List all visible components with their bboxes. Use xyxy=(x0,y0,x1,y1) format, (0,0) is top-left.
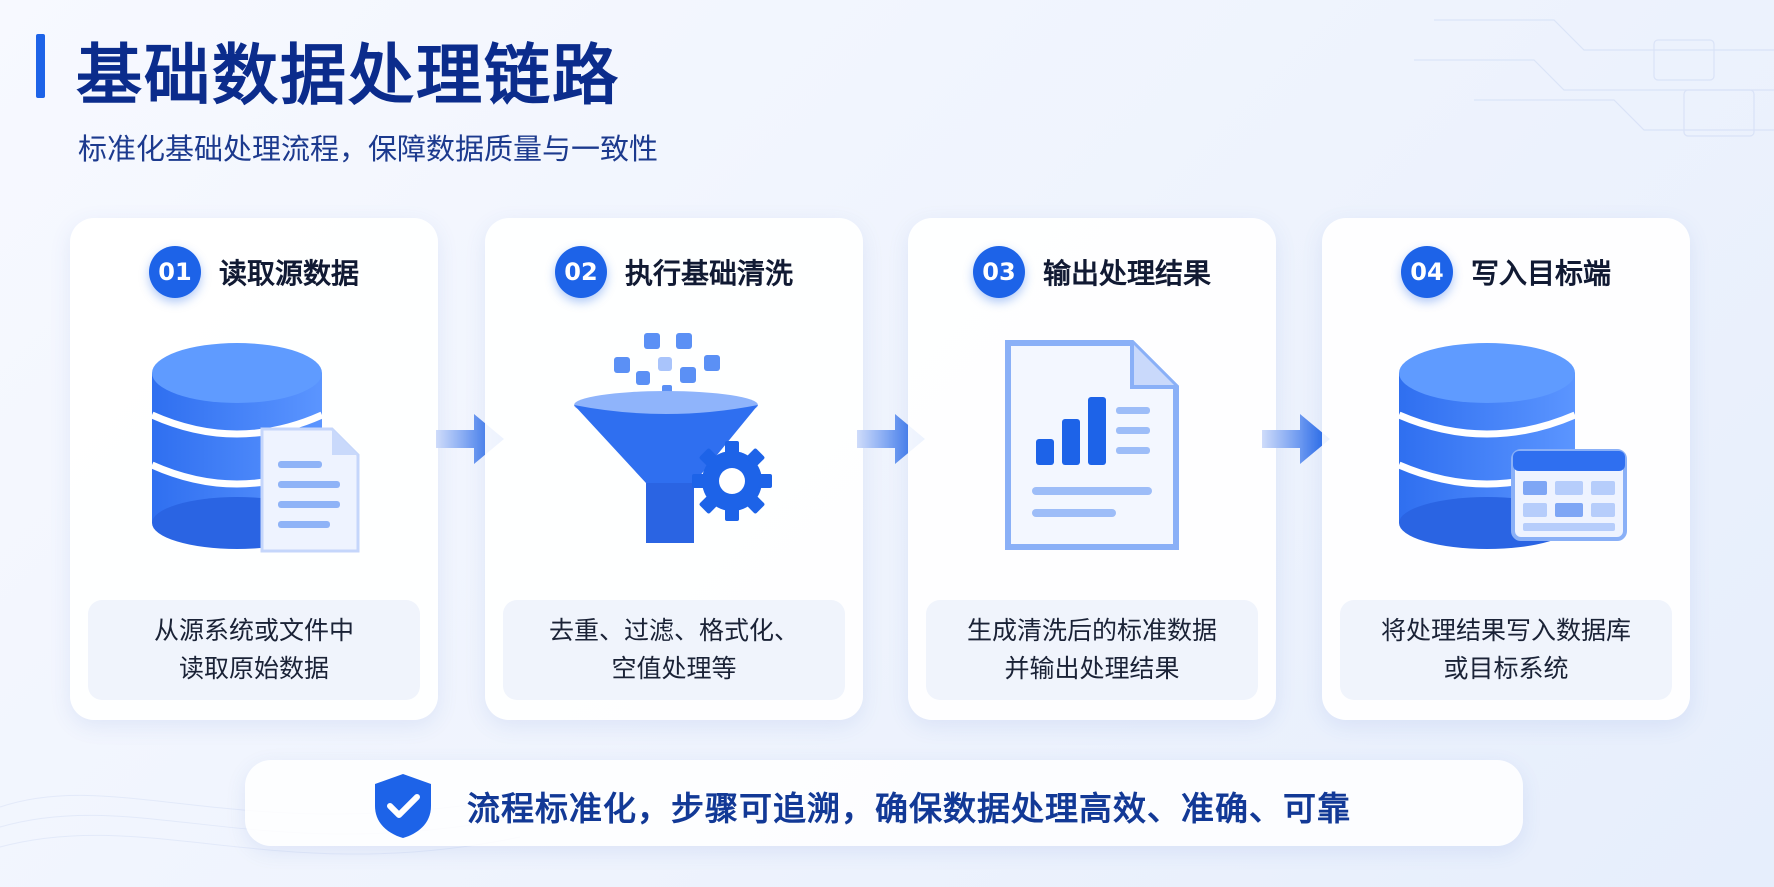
step-card-3: 03 输出处理结果 生成清洗后的标准数据 并输出处理结果 xyxy=(908,218,1276,720)
step-description: 将处理结果写入数据库 或目标系统 xyxy=(1340,600,1672,700)
step-title: 写入目标端 xyxy=(1470,257,1611,290)
database-table-icon xyxy=(1397,343,1627,549)
shield-check-icon xyxy=(375,774,431,838)
footer-banner: 流程标准化，步骤可追溯，确保数据处理高效、准确、可靠 xyxy=(245,760,1523,846)
step-card-2: 02 执行基础清洗 xyxy=(485,218,863,720)
step-number-badge: 04 xyxy=(1400,246,1453,298)
background-circuit-decoration xyxy=(1414,19,1774,137)
desc-line: 并输出处理结果 xyxy=(1004,654,1180,683)
step-number-badge: 02 xyxy=(554,246,607,298)
arrow-right-icon xyxy=(1262,414,1330,464)
database-document-icon xyxy=(150,343,360,553)
step-title: 执行基础清洗 xyxy=(624,257,793,290)
funnel-gear-icon xyxy=(574,333,772,543)
step-title: 读取源数据 xyxy=(218,257,359,290)
step-description: 从源系统或文件中 读取原始数据 xyxy=(88,600,420,700)
desc-line: 或目标系统 xyxy=(1443,654,1569,683)
desc-line: 生成清洗后的标准数据 xyxy=(966,616,1217,645)
step-description: 生成清洗后的标准数据 并输出处理结果 xyxy=(926,600,1258,700)
step-number-badge: 03 xyxy=(972,246,1025,298)
footer-text: 流程标准化，步骤可追溯，确保数据处理高效、准确、可靠 xyxy=(467,789,1351,828)
report-chart-icon xyxy=(1005,340,1179,550)
desc-line: 空值处理等 xyxy=(611,654,737,683)
desc-line: 将处理结果写入数据库 xyxy=(1380,616,1631,645)
step-title: 输出处理结果 xyxy=(1042,257,1211,290)
step-number-badge: 01 xyxy=(148,246,201,298)
page-title: 基础数据处理链路 xyxy=(76,37,620,114)
desc-line: 从源系统或文件中 xyxy=(153,616,354,645)
step-card-4: 04 写入目标端 将处理结果写入数据库 或目标系统 xyxy=(1322,218,1690,720)
step-card-1: 01 读取源数据 从源系统或文件中 读取原始数据 xyxy=(70,218,438,720)
page-subtitle: 标准化基础处理流程，保障数据质量与一致性 xyxy=(78,132,659,166)
title-accent-bar xyxy=(36,34,45,98)
desc-line: 读取原始数据 xyxy=(178,654,329,683)
step-description: 去重、过滤、格式化、 空值处理等 xyxy=(503,600,845,700)
desc-line: 去重、过滤、格式化、 xyxy=(548,616,799,645)
